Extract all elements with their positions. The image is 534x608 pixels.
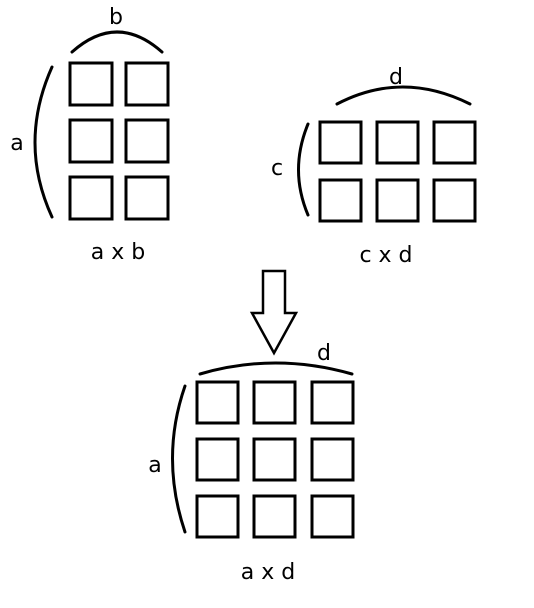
matrix-a-column-label: b (109, 5, 123, 30)
matrix-a-row-brace (33, 65, 54, 219)
result-column-label: d (317, 341, 331, 366)
result-cell (195, 380, 240, 425)
matrix-c-row-label: c (271, 156, 283, 181)
matrix-a-cell (124, 118, 170, 164)
result-cell (252, 380, 297, 425)
result-row-label: a (148, 453, 161, 478)
matrix-c-cell (375, 178, 420, 223)
result-cell (195, 437, 240, 482)
result-cell (195, 494, 240, 539)
matrix-a-cell (68, 61, 114, 107)
result-cell (310, 380, 355, 425)
result-column-brace (198, 361, 354, 376)
matrix-c: d c c x d (271, 65, 477, 268)
matrix-c-row-brace (297, 122, 310, 217)
matrix-a-column-brace (70, 30, 164, 54)
matrix-a-cell (124, 61, 170, 107)
matrix-a-cell (68, 175, 114, 221)
matrix-a-cell (68, 118, 114, 164)
matrix-c-column-brace (335, 85, 472, 106)
result-cell (252, 494, 297, 539)
matrix-c-caption: c x d (359, 243, 412, 268)
result-caption: a x d (241, 560, 295, 585)
matrix-c-cell (432, 120, 477, 165)
matrix-c-grid (318, 120, 477, 223)
result-cell (310, 494, 355, 539)
matrix-a-cell (124, 175, 170, 221)
matrix-c-cell (318, 120, 363, 165)
matrix-a-row-label: a (10, 131, 23, 156)
down-arrow-icon (249, 269, 299, 356)
result-matrix: d a a x d (148, 341, 355, 585)
matrix-c-cell (318, 178, 363, 223)
result-cell (252, 437, 297, 482)
result-cell (310, 437, 355, 482)
matrix-c-cell (432, 178, 477, 223)
result-row-brace (171, 384, 187, 534)
matrix-c-column-label: d (389, 65, 403, 90)
matrix-a-grid (68, 61, 170, 221)
result-grid (195, 380, 355, 539)
matrix-c-cell (375, 120, 420, 165)
matrix-a-caption: a x b (91, 240, 145, 265)
matrix-a: b a a x b (10, 5, 170, 265)
